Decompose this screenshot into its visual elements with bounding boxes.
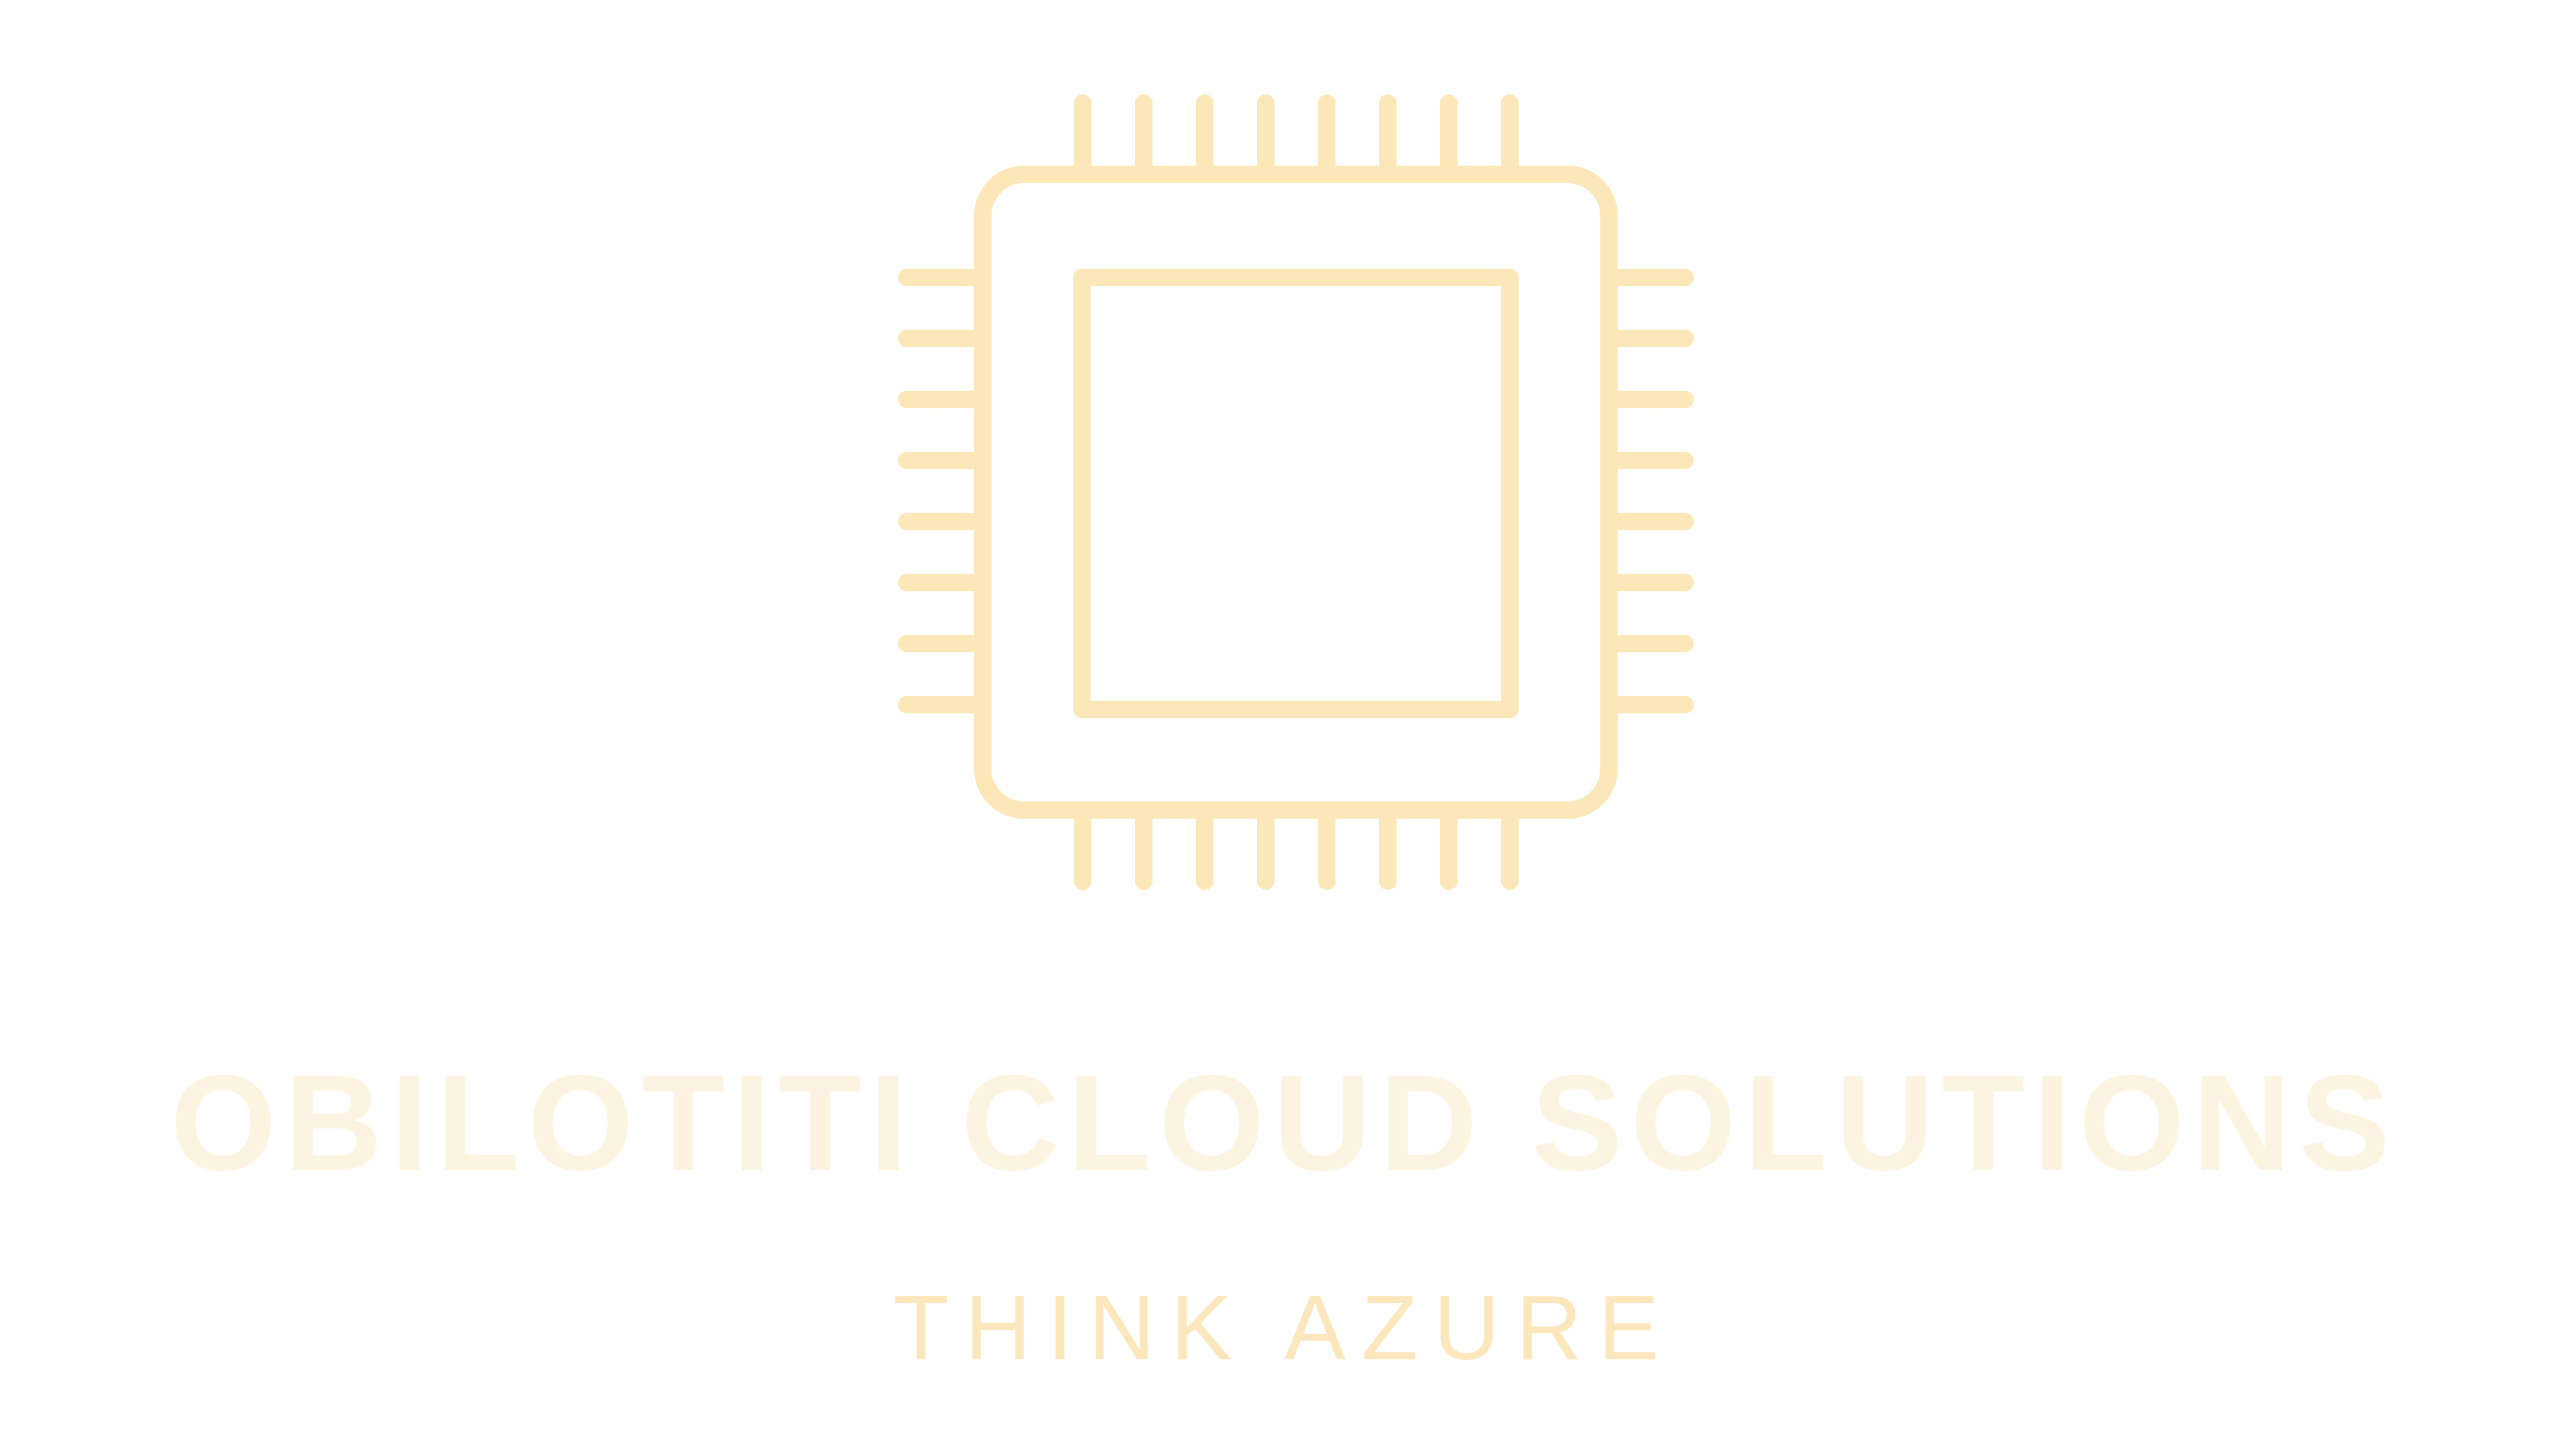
chip-pins-right: [1603, 269, 1694, 713]
chip-pins-left: [898, 269, 988, 713]
chip-die-outline: [1073, 269, 1519, 718]
company-name: OBILOTITI CLOUD SOLUTIONS: [170, 1047, 2398, 1199]
chip-pins-top: [1074, 94, 1519, 180]
tagline: THINK AZURE: [892, 1276, 1676, 1379]
chip-pins-bottom: [1074, 804, 1519, 890]
chip-body-outline: [974, 166, 1618, 819]
